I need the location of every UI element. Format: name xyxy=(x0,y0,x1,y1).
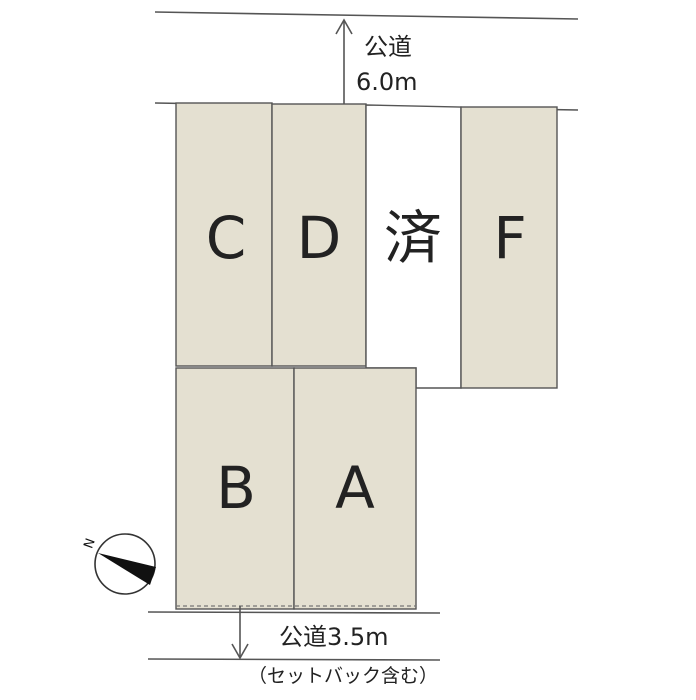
north-road-width: 6.0m xyxy=(356,68,418,96)
lot-b[interactable] xyxy=(175,367,295,610)
south-road-near-edge xyxy=(147,611,441,614)
north-road-far-edge xyxy=(154,11,579,20)
lot-b-label: B xyxy=(216,454,256,522)
north-road-name: 公道 xyxy=(364,33,412,61)
compass-north-label: N xyxy=(81,536,98,550)
north-road-arrow xyxy=(335,18,353,104)
lot-f[interactable] xyxy=(460,106,558,389)
south-road-name: 公道3.5m xyxy=(279,623,389,651)
lot-d-label: D xyxy=(297,204,342,272)
south-road-arrow xyxy=(231,606,249,660)
compass: N xyxy=(81,533,156,595)
lot-a-label: A xyxy=(335,454,375,522)
lot-c-label: C xyxy=(206,204,247,272)
lot-d[interactable] xyxy=(271,103,367,367)
compass-needle-icon xyxy=(98,553,156,585)
south-road-note: （セットバック含む） xyxy=(248,665,438,687)
lot-f-label: F xyxy=(493,204,526,272)
lot-c[interactable] xyxy=(175,102,273,367)
lot-a[interactable] xyxy=(293,367,417,610)
south-road-far-edge xyxy=(147,658,441,661)
lot-e-sold-label: 済 xyxy=(384,204,442,272)
